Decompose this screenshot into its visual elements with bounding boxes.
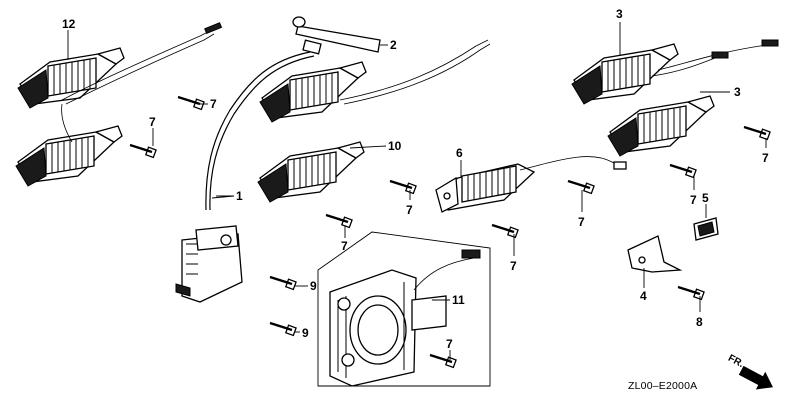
callout-7: 7	[406, 203, 413, 217]
bolt-part-7f	[566, 179, 596, 195]
front-direction-arrow	[738, 365, 773, 390]
callout-9: 9	[310, 279, 317, 293]
bolt-part-9b	[268, 321, 298, 337]
callout-7: 7	[341, 239, 348, 253]
ignition-module	[175, 225, 243, 303]
callout-4: 4	[640, 289, 647, 303]
callout-5: 5	[702, 191, 709, 205]
bolt-part-7h	[668, 163, 698, 179]
coil-part-3-right	[607, 95, 715, 157]
callout-7: 7	[210, 97, 217, 111]
pad-part-5	[693, 217, 719, 241]
high-tension-wire	[205, 51, 311, 211]
stator-plate-part-11	[329, 269, 447, 387]
callout-3: 3	[734, 85, 741, 99]
coil-middle-top	[259, 61, 367, 123]
callout-7: 7	[690, 193, 697, 207]
callout-1: 1	[236, 189, 243, 203]
coil-part-12	[17, 47, 125, 109]
wire-connector	[204, 22, 223, 35]
bolt-part-7g	[742, 125, 772, 141]
callout-7: 7	[510, 259, 517, 273]
bolt-part-7c	[324, 213, 354, 229]
callout-2: 2	[390, 38, 397, 52]
bolt-part-7b	[128, 143, 158, 159]
callout-9: 9	[302, 326, 309, 340]
leader-lines	[67, 22, 767, 360]
callout-7: 7	[578, 215, 585, 229]
callout-3: 3	[616, 7, 623, 21]
callout-6: 6	[456, 146, 463, 160]
wire-left	[61, 29, 213, 101]
bracket-part-4	[627, 235, 683, 273]
bolt-part-7d	[388, 179, 418, 195]
callout-11: 11	[452, 293, 465, 307]
coil-part-10	[257, 141, 365, 203]
callout-7: 7	[149, 115, 156, 129]
bolt-part-7i	[428, 353, 458, 369]
callout-7: 7	[446, 337, 453, 351]
callout-12: 12	[62, 17, 76, 31]
coil-lower-left	[15, 125, 123, 187]
callout-10: 10	[388, 139, 402, 153]
detail-box	[317, 231, 491, 387]
spark-plug-cap	[292, 16, 381, 55]
bolt-part-7a	[176, 95, 206, 111]
bolt-part-9a	[268, 275, 298, 291]
callout-8: 8	[696, 315, 703, 329]
coil-part-6	[435, 163, 536, 213]
diagram-code: ZL00–E2000A	[628, 380, 697, 392]
callout-7: 7	[762, 151, 769, 165]
